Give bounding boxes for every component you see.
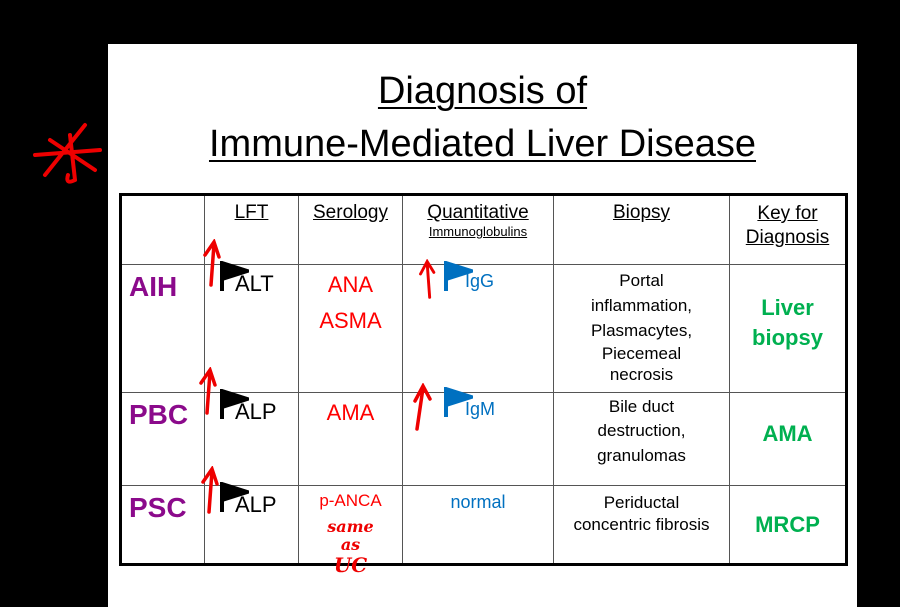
header-key: Key for Diagnosis bbox=[745, 203, 830, 248]
serology-value: ASMA bbox=[319, 308, 382, 333]
up-arrow-icon bbox=[199, 367, 217, 415]
biopsy-line: concentric fibrosis bbox=[573, 515, 710, 534]
disease-aih: AIH bbox=[120, 264, 205, 393]
header-serology: Serology bbox=[313, 202, 388, 223]
lft-value: ALP bbox=[235, 492, 277, 517]
flag-icon bbox=[220, 261, 249, 291]
serology-value: AMA bbox=[326, 400, 375, 425]
biopsy-line: Piecemeal bbox=[601, 344, 682, 363]
ig-value: IgM bbox=[465, 399, 496, 419]
table-row: PBC ALP AMA IgM Bile duct destruction, gra… bbox=[120, 367, 847, 486]
disease-pbc: PBC bbox=[120, 392, 205, 486]
flag-icon bbox=[220, 389, 249, 419]
header-empty bbox=[120, 194, 205, 265]
biopsy-line: Portal bbox=[619, 271, 664, 290]
biopsy-line: destruction, bbox=[597, 421, 686, 440]
up-arrow-icon bbox=[419, 259, 436, 299]
up-arrow-icon bbox=[413, 383, 432, 431]
key-value: MRCP bbox=[729, 485, 847, 565]
flag-icon bbox=[220, 482, 249, 512]
flag-icon bbox=[444, 261, 473, 291]
key-value: AMA bbox=[729, 392, 847, 486]
key-value: Liver biopsy bbox=[729, 264, 847, 393]
up-arrow-icon bbox=[203, 239, 221, 287]
serology-value: ANA bbox=[327, 272, 374, 297]
ig-value: normal bbox=[450, 492, 506, 512]
handwritten-word: as bbox=[340, 535, 361, 554]
header-biopsy: Biopsy bbox=[612, 202, 671, 223]
biopsy-line: Bile duct bbox=[608, 397, 675, 416]
serology-value: p-ANCA bbox=[319, 491, 382, 510]
star-annotation-icon bbox=[33, 123, 102, 184]
flag-icon bbox=[444, 387, 473, 417]
header-lft: LFT bbox=[234, 202, 269, 223]
lft-value: ALT bbox=[235, 271, 274, 296]
title-line-2: Immune-Mediated Liver Disease bbox=[208, 123, 756, 165]
title-line-1: Diagnosis of bbox=[377, 70, 588, 112]
table-row: AIH ALT ANA ASMA IgG Portal inflammation, P… bbox=[120, 239, 847, 393]
up-arrow-icon bbox=[201, 466, 219, 514]
header-quantitative: Quantitative bbox=[427, 202, 529, 223]
header-immunoglobulins: Immunoglobulins bbox=[428, 224, 528, 239]
biopsy-line: Periductal bbox=[603, 493, 680, 512]
biopsy-line: Plasmacytes, bbox=[590, 321, 693, 340]
handwritten-word: same bbox=[327, 517, 374, 536]
biopsy-line: necrosis bbox=[609, 365, 674, 384]
disease-psc: PSC bbox=[120, 485, 205, 565]
lft-value: ALP bbox=[235, 399, 277, 424]
biopsy-line: inflammation, bbox=[590, 296, 693, 315]
handwritten-word: UC bbox=[333, 553, 368, 577]
biopsy-line: granulomas bbox=[597, 446, 686, 465]
ig-value: IgG bbox=[465, 271, 495, 291]
